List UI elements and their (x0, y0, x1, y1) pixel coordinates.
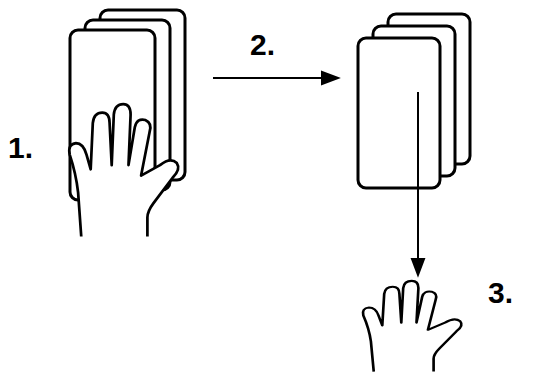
arrow-line (213, 77, 326, 79)
arrow-line (417, 92, 419, 262)
step-number: 3. (488, 278, 513, 308)
step-number: 1. (8, 133, 33, 163)
arrow-head (412, 259, 424, 275)
arrow-head (322, 72, 338, 84)
card (358, 38, 440, 188)
hand (69, 104, 178, 236)
step-number: 2. (250, 30, 275, 60)
hand (363, 281, 462, 372)
